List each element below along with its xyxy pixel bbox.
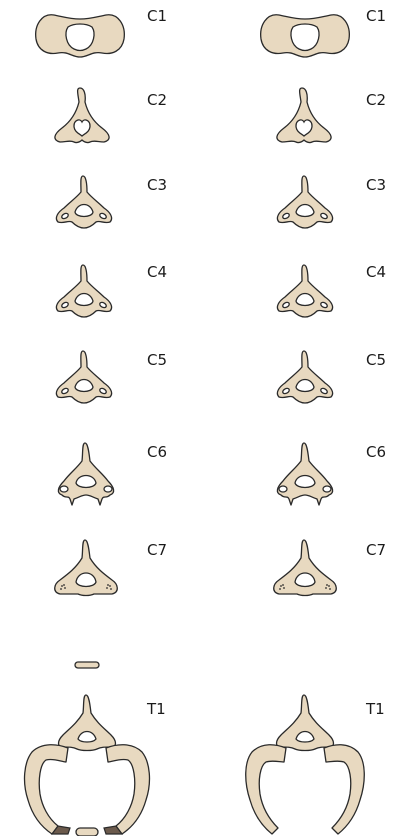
label-right-t1: T1	[366, 702, 385, 717]
label-right-c2: C2	[366, 93, 386, 108]
rib-right-left	[106, 745, 149, 834]
disc-left	[75, 662, 99, 668]
label-left-c3: C3	[147, 178, 167, 193]
label-left-c7: C7	[147, 543, 167, 558]
vertebra-c1-left	[36, 15, 125, 57]
label-left-c4: C4	[147, 265, 167, 280]
sternum-piece-left	[76, 828, 98, 836]
label-right-c6: C6	[366, 445, 386, 460]
label-left-c6: C6	[147, 445, 167, 460]
vertebra-c7-left	[55, 540, 118, 596]
label-right-c7: C7	[366, 543, 386, 558]
rib-left-left	[25, 745, 68, 834]
vertebra-c1-right	[261, 15, 350, 57]
vertebra-c6-right	[277, 443, 332, 505]
vertebra-c4-right	[277, 265, 332, 317]
label-left-t1: T1	[147, 702, 166, 717]
vertebra-c2-right	[277, 88, 331, 143]
label-right-c5: C5	[366, 353, 386, 368]
rib-right-right	[324, 745, 364, 834]
vertebra-c5-right	[277, 351, 332, 403]
vertebra-t1-right	[277, 695, 334, 751]
vertebra-c3-left	[56, 176, 111, 228]
label-right-c1: C1	[366, 9, 386, 24]
vertebra-c6-left	[58, 443, 113, 505]
vertebra-c3-right	[277, 176, 332, 228]
label-left-c5: C5	[147, 353, 167, 368]
label-right-c3: C3	[366, 178, 386, 193]
vertebra-c4-left	[56, 265, 111, 317]
vertebra-c7-right	[274, 540, 337, 596]
label-left-c2: C2	[147, 93, 167, 108]
vertebra-t1-left	[59, 695, 116, 751]
rib-left-right	[246, 745, 286, 834]
vertebra-c2-left	[55, 88, 109, 143]
vertebra-c5-left	[56, 351, 111, 403]
label-left-c1: C1	[147, 9, 167, 24]
label-right-c4: C4	[366, 265, 386, 280]
